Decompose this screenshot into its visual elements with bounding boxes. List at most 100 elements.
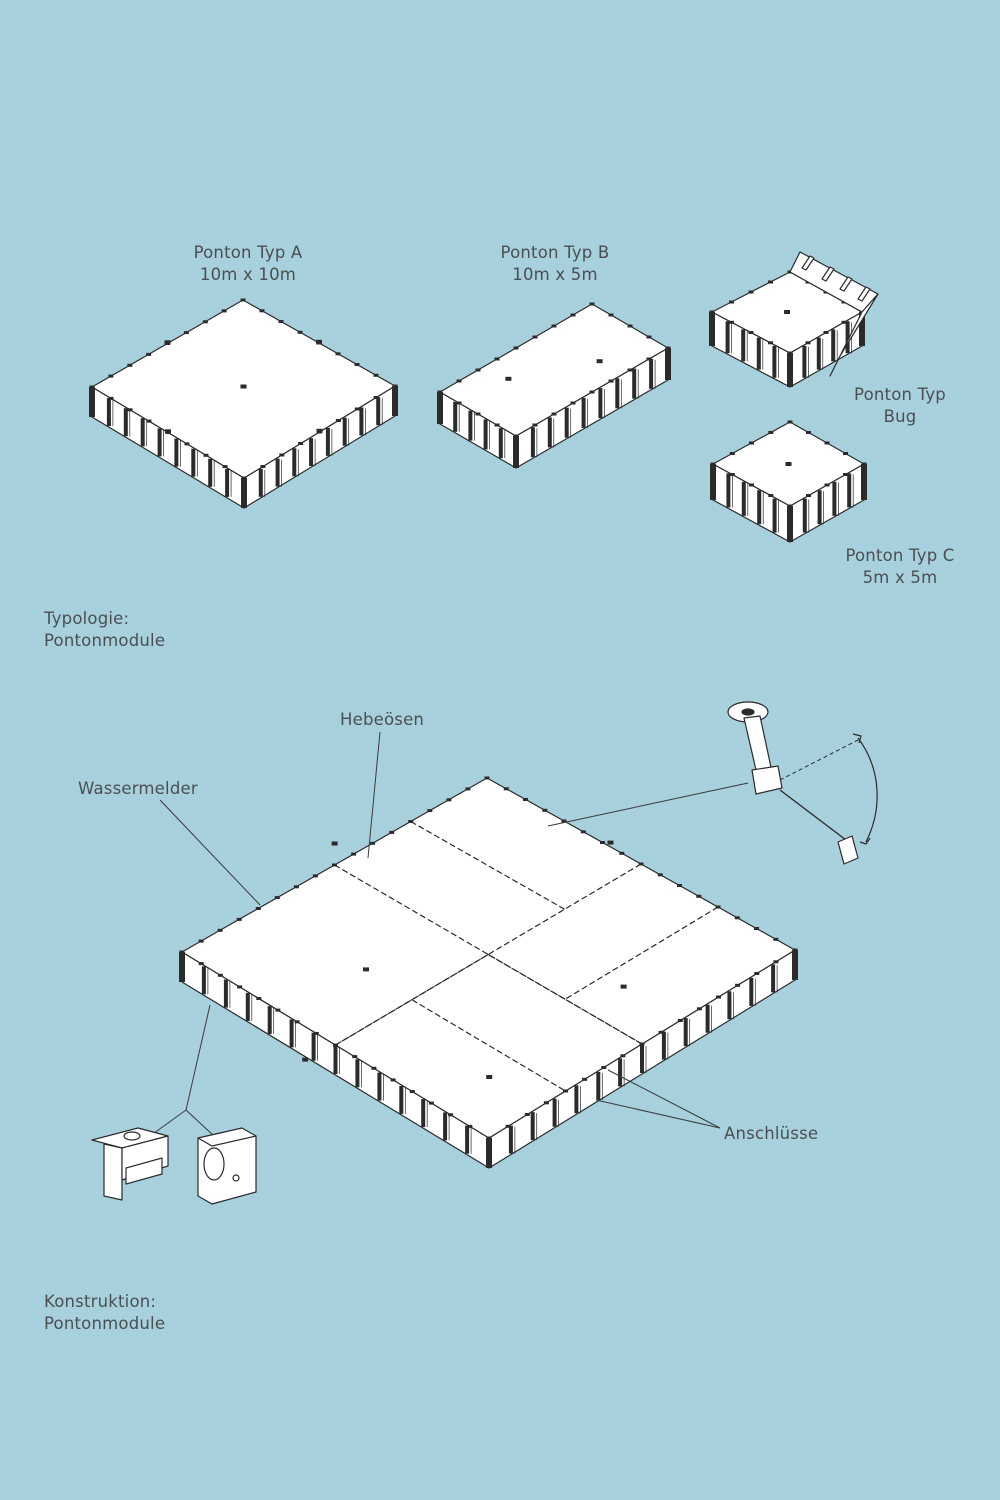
module-typ-c-edge-stud (861, 462, 867, 466)
label-ponton-typ-c: Ponton Typ C 5m x 5m (820, 545, 980, 589)
leader-anschlusse-2 (595, 1099, 721, 1129)
connector-b-bolt (232, 1174, 240, 1182)
platform-rib-left (399, 1085, 404, 1114)
platform-edge-stud (773, 960, 779, 964)
assembled-platform (179, 776, 798, 1169)
platform-edge-stud (580, 830, 586, 834)
connector-b-edge (197, 1135, 257, 1147)
float-switch-arm-raised (779, 739, 859, 781)
module-typ-b-edge-stud (646, 357, 652, 361)
module-typ-c-edge-stud (824, 483, 830, 487)
platform-edge-stud (524, 1113, 530, 1116)
module-typ-bug-rib-left (725, 321, 730, 354)
module-typ-b-edge-stud (456, 401, 462, 405)
module-typ-c-corner-post (861, 464, 867, 500)
module-typ-b-edge-stud (589, 390, 595, 394)
module-typ-a-lifting-eye (164, 340, 171, 345)
module-typ-a-lifting-eye (240, 384, 247, 389)
platform-edge-stud (696, 1007, 702, 1011)
module-typ-a-corner-post (392, 386, 398, 416)
float-switch-swing-arc (857, 737, 878, 843)
platform-edge-stud (389, 830, 395, 834)
module-typ-b-edge-stud (665, 346, 671, 350)
module-typ-c-lifting-eye (785, 462, 792, 466)
connector-a-left (103, 1143, 123, 1201)
module-typ-b-rib-right (598, 388, 603, 419)
module-typ-bug-rib-left (756, 337, 761, 370)
platform-edge-stud (620, 1054, 626, 1058)
platform-corner-post (486, 1138, 492, 1168)
module-typ-a-rib-right (325, 427, 330, 456)
bow-hook (857, 286, 871, 302)
platform-rib-right (552, 1098, 557, 1127)
module-typ-c (710, 420, 867, 543)
module-typ-a-edge-stud (259, 309, 265, 313)
module-typ-a-rib-left (157, 428, 162, 457)
platform-edge-stud (503, 787, 509, 791)
platform-edge-stud (754, 927, 759, 930)
platform-rib-left (465, 1125, 470, 1154)
module-typ-a-edge-stud (108, 396, 114, 400)
label-ponton-typ-c-name: Ponton Typ C (845, 546, 955, 565)
leader-connector-2 (185, 1109, 215, 1137)
platform-lifting-eye (620, 984, 627, 989)
module-typ-a-edge-stud (335, 352, 341, 356)
module-typ-b-edge-stud (532, 423, 538, 427)
module-typ-a-edge-stud (241, 476, 247, 480)
platform-edge-stud (312, 874, 318, 878)
module-typ-b-edge-stud (608, 313, 614, 317)
label-ponton-typ-bug-size: Bug (883, 407, 917, 426)
bow-hook (839, 276, 853, 292)
connector-b-roller (203, 1147, 225, 1181)
platform (179, 776, 798, 1169)
platform-rib-left (377, 1072, 382, 1101)
module-typ-c-corner-post (787, 506, 793, 542)
module-typ-a-edge-stud (222, 465, 228, 469)
leader-anschlusse-1 (607, 1069, 721, 1129)
module-typ-a-rib-left (174, 438, 179, 467)
bow-ramp (829, 293, 879, 377)
section-typologie: Typologie: Pontonmodule (44, 608, 165, 652)
module-typ-a-edge-stud (202, 320, 208, 324)
module-typ-b-rib-left (498, 428, 503, 459)
module-typ-bug-edge-stud (748, 290, 754, 294)
module-typ-b-edge-stud (646, 335, 652, 339)
module-typ-b-edge-stud (627, 324, 633, 328)
label-ponton-typ-a-size: 10m x 10m (199, 265, 297, 284)
module-typ-bug-bow (789, 251, 879, 377)
connector-a-pin (125, 1157, 163, 1185)
module-typ-c-rib-left (726, 473, 731, 508)
leader-wassermelder (159, 799, 261, 906)
module-typ-a-edge-stud (221, 309, 227, 313)
module-typ-a (89, 298, 398, 509)
platform-edge-stud (351, 852, 357, 856)
float-switch-detail (727, 701, 878, 865)
platform-edge-stud (198, 939, 204, 943)
module-typ-b-edge-stud (437, 390, 443, 394)
module-typ-b-rib-right (530, 427, 535, 458)
platform-edge-stud (217, 928, 223, 932)
module-typ-b-rib-left (468, 410, 473, 441)
platform-edge-stud (467, 1124, 473, 1128)
module-seam (564, 906, 719, 1000)
platform-edge-stud (352, 1055, 358, 1059)
module-typ-a-lifting-eye (316, 428, 323, 433)
float-switch-float (837, 835, 859, 865)
platform-edge-stud (792, 948, 798, 952)
module-typ-b-lifting-eye (505, 376, 512, 381)
section-konstruktion-line2: Pontonmodule (44, 1314, 166, 1333)
platform-lifting-eye (331, 841, 338, 846)
module-typ-a-edge-stud (240, 298, 246, 302)
platform-rib-right (749, 977, 754, 1006)
platform-lifting-eye (486, 1075, 493, 1079)
platform-rib-right (596, 1071, 601, 1100)
module-typ-b-rib-right (649, 358, 654, 389)
platform-corner-post (179, 952, 185, 982)
module-typ-a-edge-stud (335, 419, 341, 422)
platform-corner-post (792, 950, 798, 980)
platform-rib-right (683, 1018, 688, 1047)
bow-hook (821, 266, 835, 282)
platform-edge-stud (582, 1077, 588, 1081)
platform-edge-stud (716, 995, 721, 999)
